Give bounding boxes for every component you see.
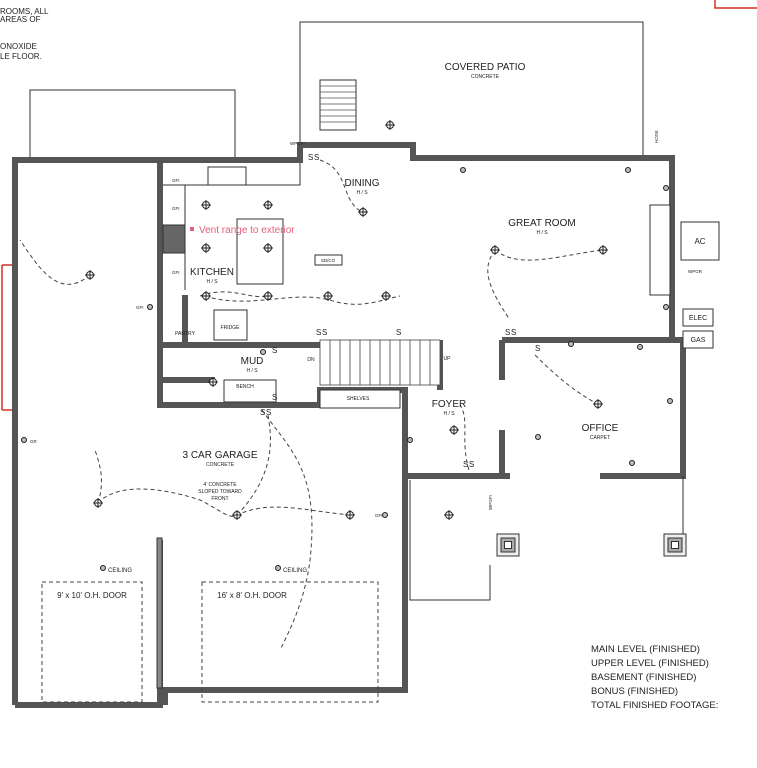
room-name-office: OFFICE xyxy=(582,423,619,434)
ceiling-light-label: CEILING xyxy=(283,568,307,574)
garage-note: SLOPED TOWARD xyxy=(198,489,242,495)
annotation-marker xyxy=(190,227,194,231)
stairs xyxy=(319,339,441,386)
footage-line: UPPER LEVEL (FINISHED) xyxy=(591,658,709,669)
note-line: ROOMS, ALL xyxy=(0,7,49,16)
room-name-dining: DINING xyxy=(345,178,380,189)
patio-outline xyxy=(29,21,644,160)
footage-summary: MAIN LEVEL (FINISHED) UPPER LEVEL (FINIS… xyxy=(591,644,718,711)
room-floor-dining: H / S xyxy=(356,190,368,196)
annotation-text: Vent range to exterior xyxy=(199,225,295,236)
room-floor-kitchen: H / S xyxy=(206,279,218,285)
switch-symbol: S xyxy=(505,328,510,337)
note-line: AREAS OF xyxy=(0,15,41,24)
switch-symbol: S xyxy=(260,408,265,417)
gas-label: GAS xyxy=(691,337,706,344)
room-floor-mud: H / S xyxy=(246,368,258,374)
switch-symbol: S xyxy=(272,346,277,355)
gfi-label: GFI xyxy=(172,206,180,211)
switches: S S S S S S S S S S S S S S xyxy=(260,153,540,469)
room-floor-garage: CONCRETE xyxy=(206,462,235,468)
room-name-patio: COVERED PATIO xyxy=(445,62,526,73)
shelves-label: SHELVES xyxy=(347,396,370,402)
garage-door-label: 16' x 8' O.H. DOOR xyxy=(217,591,287,600)
ac-unit xyxy=(680,221,720,261)
garage-door-labels: CEILING CEILING 9' x 10' O.H. DOOR 16' x… xyxy=(57,568,307,600)
switch-symbol: S xyxy=(396,328,401,337)
room-name-foyer: FOYER xyxy=(432,399,466,410)
switch-symbol: S xyxy=(535,344,540,353)
sdco-label: SD/CO xyxy=(321,258,336,263)
room-name-kitchen: KITCHEN xyxy=(190,267,234,278)
markup-annotation: Vent range to exterior xyxy=(190,225,295,236)
stairs-down-label: DN xyxy=(307,357,315,363)
wpgr-label: WPGR xyxy=(688,269,703,274)
wiring xyxy=(19,159,604,651)
outlet-labels: GFI GFI GFI GFI GFI WPGFI WPGFI WPGR GR xyxy=(30,141,703,518)
switch-symbol: S xyxy=(266,408,271,417)
kitchen-fixtures xyxy=(162,163,401,409)
garage-door-label: 9' x 10' O.H. DOOR xyxy=(57,591,127,600)
elec-meter xyxy=(682,308,714,327)
switch-symbol: S xyxy=(511,328,516,337)
garage-note: 4' CONCRETE xyxy=(203,482,237,488)
front-porch xyxy=(409,476,687,601)
room-name-pantry: PANTRY xyxy=(175,331,195,337)
room-name-mud: MUD xyxy=(241,356,264,367)
switch-symbol: S xyxy=(316,328,321,337)
gfi-label: GFI xyxy=(172,178,180,183)
fridge-label: FRIDGE xyxy=(221,325,241,331)
hose-label: HOSE xyxy=(654,130,659,143)
redline-box xyxy=(714,0,757,9)
room-name-garage: 3 CAR GARAGE xyxy=(182,450,257,461)
gr-label: GR xyxy=(30,439,38,444)
equipment: AC ELEC GAS SD/CO HOSE xyxy=(314,130,720,349)
room-floor-patio: CONCRETE xyxy=(471,74,500,80)
wpgfi-label: WPGFI xyxy=(290,141,305,146)
footage-line: BASEMENT (FINISHED) xyxy=(591,672,696,683)
general-notes: ROOMS, ALL AREAS OF ONOXIDE LE FLOOR. xyxy=(0,7,49,61)
ceiling-light-label: CEILING xyxy=(108,568,132,574)
stairs-up-label: UP xyxy=(444,356,452,362)
footage-line: TOTAL FINISHED FOOTAGE: xyxy=(591,700,718,711)
gfi-label: GFI xyxy=(375,513,383,518)
switch-symbol: S xyxy=(469,460,474,469)
room-name-great-room: GREAT ROOM xyxy=(508,218,575,229)
room-floor-foyer: H / S xyxy=(443,411,455,417)
switch-symbol: S xyxy=(308,153,313,162)
gfi-label: GFI xyxy=(172,270,180,275)
room-labels: COVERED PATIO CONCRETE DINING H / S GREA… xyxy=(175,62,619,502)
gfi-label: GFI xyxy=(136,305,144,310)
room-floor-great-room: H / S xyxy=(536,230,548,236)
ac-label: AC xyxy=(694,237,705,246)
gas-meter xyxy=(682,330,714,349)
note-line: ONOXIDE xyxy=(0,42,37,51)
switch-symbol: S xyxy=(314,153,319,162)
smoke-co-detector xyxy=(314,254,343,266)
bench-label: BENCH xyxy=(236,384,254,390)
footage-line: BONUS (FINISHED) xyxy=(591,686,678,697)
footage-line: MAIN LEVEL (FINISHED) xyxy=(591,644,700,655)
wpgfi-label: WPGFI xyxy=(488,495,493,510)
garage-note: FRONT xyxy=(211,496,228,502)
switch-symbol: S xyxy=(322,328,327,337)
garage-doors xyxy=(41,537,379,703)
switch-symbol: S xyxy=(463,460,468,469)
room-floor-office: CARPET xyxy=(590,435,610,441)
elec-label: ELEC xyxy=(689,315,707,322)
note-line: LE FLOOR. xyxy=(0,52,42,61)
switch-symbol: S xyxy=(272,393,277,402)
